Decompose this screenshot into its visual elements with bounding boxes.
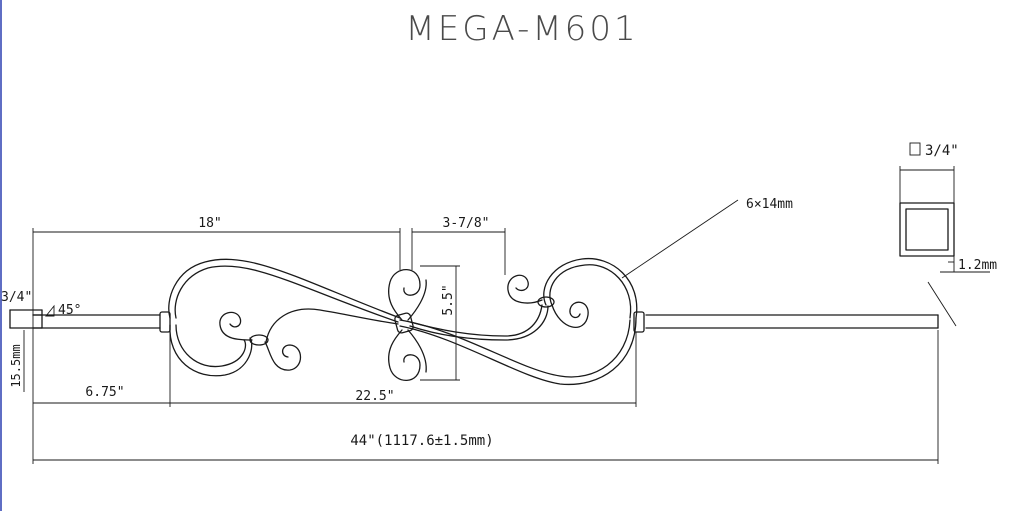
dim-6-75: 6.75" [33, 332, 171, 407]
label-5-5: 5.5" [441, 284, 456, 315]
label-end-length: 15.5mm [9, 344, 23, 387]
label-overall: 44"(1117.6±1.5mm) [350, 433, 493, 449]
dim-5-5: 5.5" [420, 265, 460, 381]
label-end-angle: 45° [58, 303, 81, 318]
baluster-bar [9, 309, 939, 329]
label-end-size: 3/4" [1, 290, 32, 305]
dim-3-7-8: 3-7/8" [411, 216, 506, 275]
label-wall-thickness: 1.2mm [958, 258, 997, 273]
dim-overall: 44"(1117.6±1.5mm) [32, 318, 939, 464]
dim-end-tip: 3/4" 45° 15.5mm [1, 290, 81, 392]
label-section-size: 3/4" [925, 143, 959, 159]
collar-right [633, 311, 645, 333]
dim-22-5: 22.5" [170, 332, 637, 407]
label-6-75: 6.75" [85, 385, 124, 400]
label-collar: 6×14mm [746, 197, 793, 212]
scroll-ornament [168, 257, 638, 386]
collar-left [159, 311, 171, 333]
label-3-7-8: 3-7/8" [443, 216, 490, 231]
label-18: 18" [198, 216, 221, 231]
section-detail: 3/4" 1.2mm [899, 142, 997, 273]
break-mark [927, 281, 957, 327]
dim-18: 18" [32, 216, 401, 318]
callout-collar: 6×14mm [621, 197, 793, 279]
label-22-5: 22.5" [355, 389, 394, 404]
drawing-title: MEGA-M601 [405, 9, 638, 49]
square-symbol-icon [909, 142, 921, 156]
